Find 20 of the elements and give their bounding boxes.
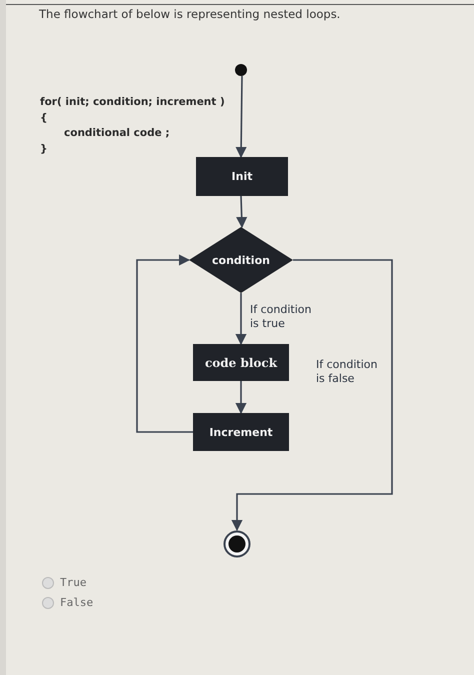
arrow	[235, 381, 247, 414]
node-label: Init	[232, 170, 252, 183]
node-label: condition	[212, 254, 270, 266]
radio-option: True	[42, 576, 86, 589]
arrow	[231, 259, 393, 532]
arrow	[136, 254, 193, 433]
question-text: The flowchart of below is representing nested loops.	[39, 7, 340, 21]
code-line: for( init; condition; increment )	[40, 96, 225, 108]
code-line: conditional code ;	[64, 127, 170, 139]
node-label: Increment	[209, 426, 273, 438]
process-box	[193, 344, 289, 381]
code-line: {	[40, 112, 48, 124]
radio-option: False	[42, 596, 94, 609]
process-box	[193, 413, 289, 451]
process-box	[196, 157, 288, 196]
code-line: }	[40, 143, 48, 155]
node-label: code block	[204, 356, 278, 370]
arrow	[235, 293, 247, 346]
arrow	[236, 196, 248, 228]
arrow	[236, 76, 247, 158]
